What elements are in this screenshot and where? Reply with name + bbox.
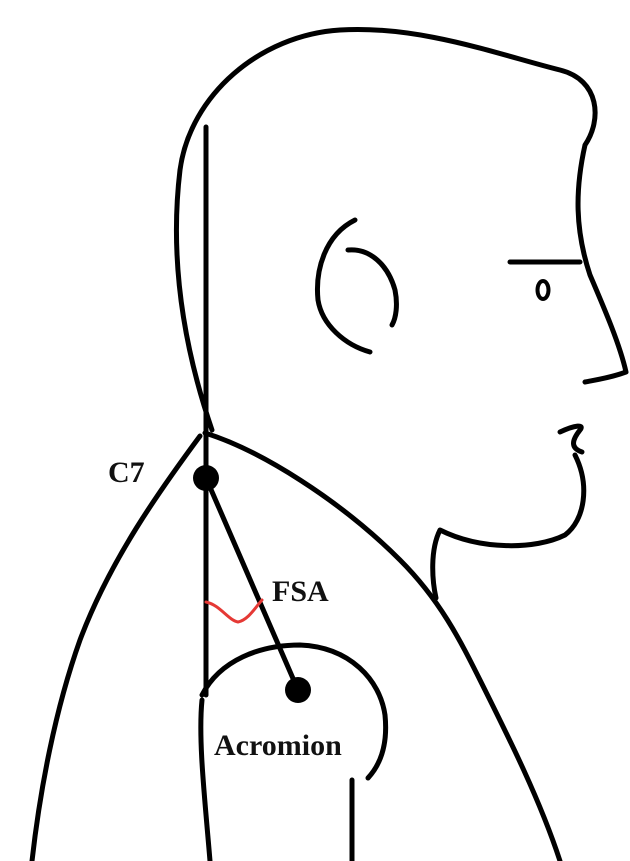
- neck-shoulder-line: [205, 433, 560, 861]
- chin-jaw-outline: [433, 455, 584, 598]
- c7-marker: [193, 465, 219, 491]
- face-features: [510, 262, 580, 299]
- ear: [317, 220, 396, 352]
- annotations: C7 FSA Acromion: [108, 456, 342, 762]
- back-shoulder-outline: [32, 436, 200, 861]
- ear-inner: [348, 250, 396, 325]
- head-back-outline: [176, 29, 626, 430]
- c7-label: C7: [108, 456, 145, 489]
- arm-back-line: [201, 700, 210, 861]
- acromion-label: Acromion: [214, 729, 342, 762]
- ear-outer: [317, 220, 370, 352]
- acromion-marker: [285, 677, 311, 703]
- measurement-lines: [206, 127, 298, 695]
- fsa-label: FSA: [272, 575, 329, 608]
- eye-icon: [538, 281, 549, 299]
- fsa-angle-arc: [206, 600, 262, 622]
- mouth-outline: [560, 426, 582, 452]
